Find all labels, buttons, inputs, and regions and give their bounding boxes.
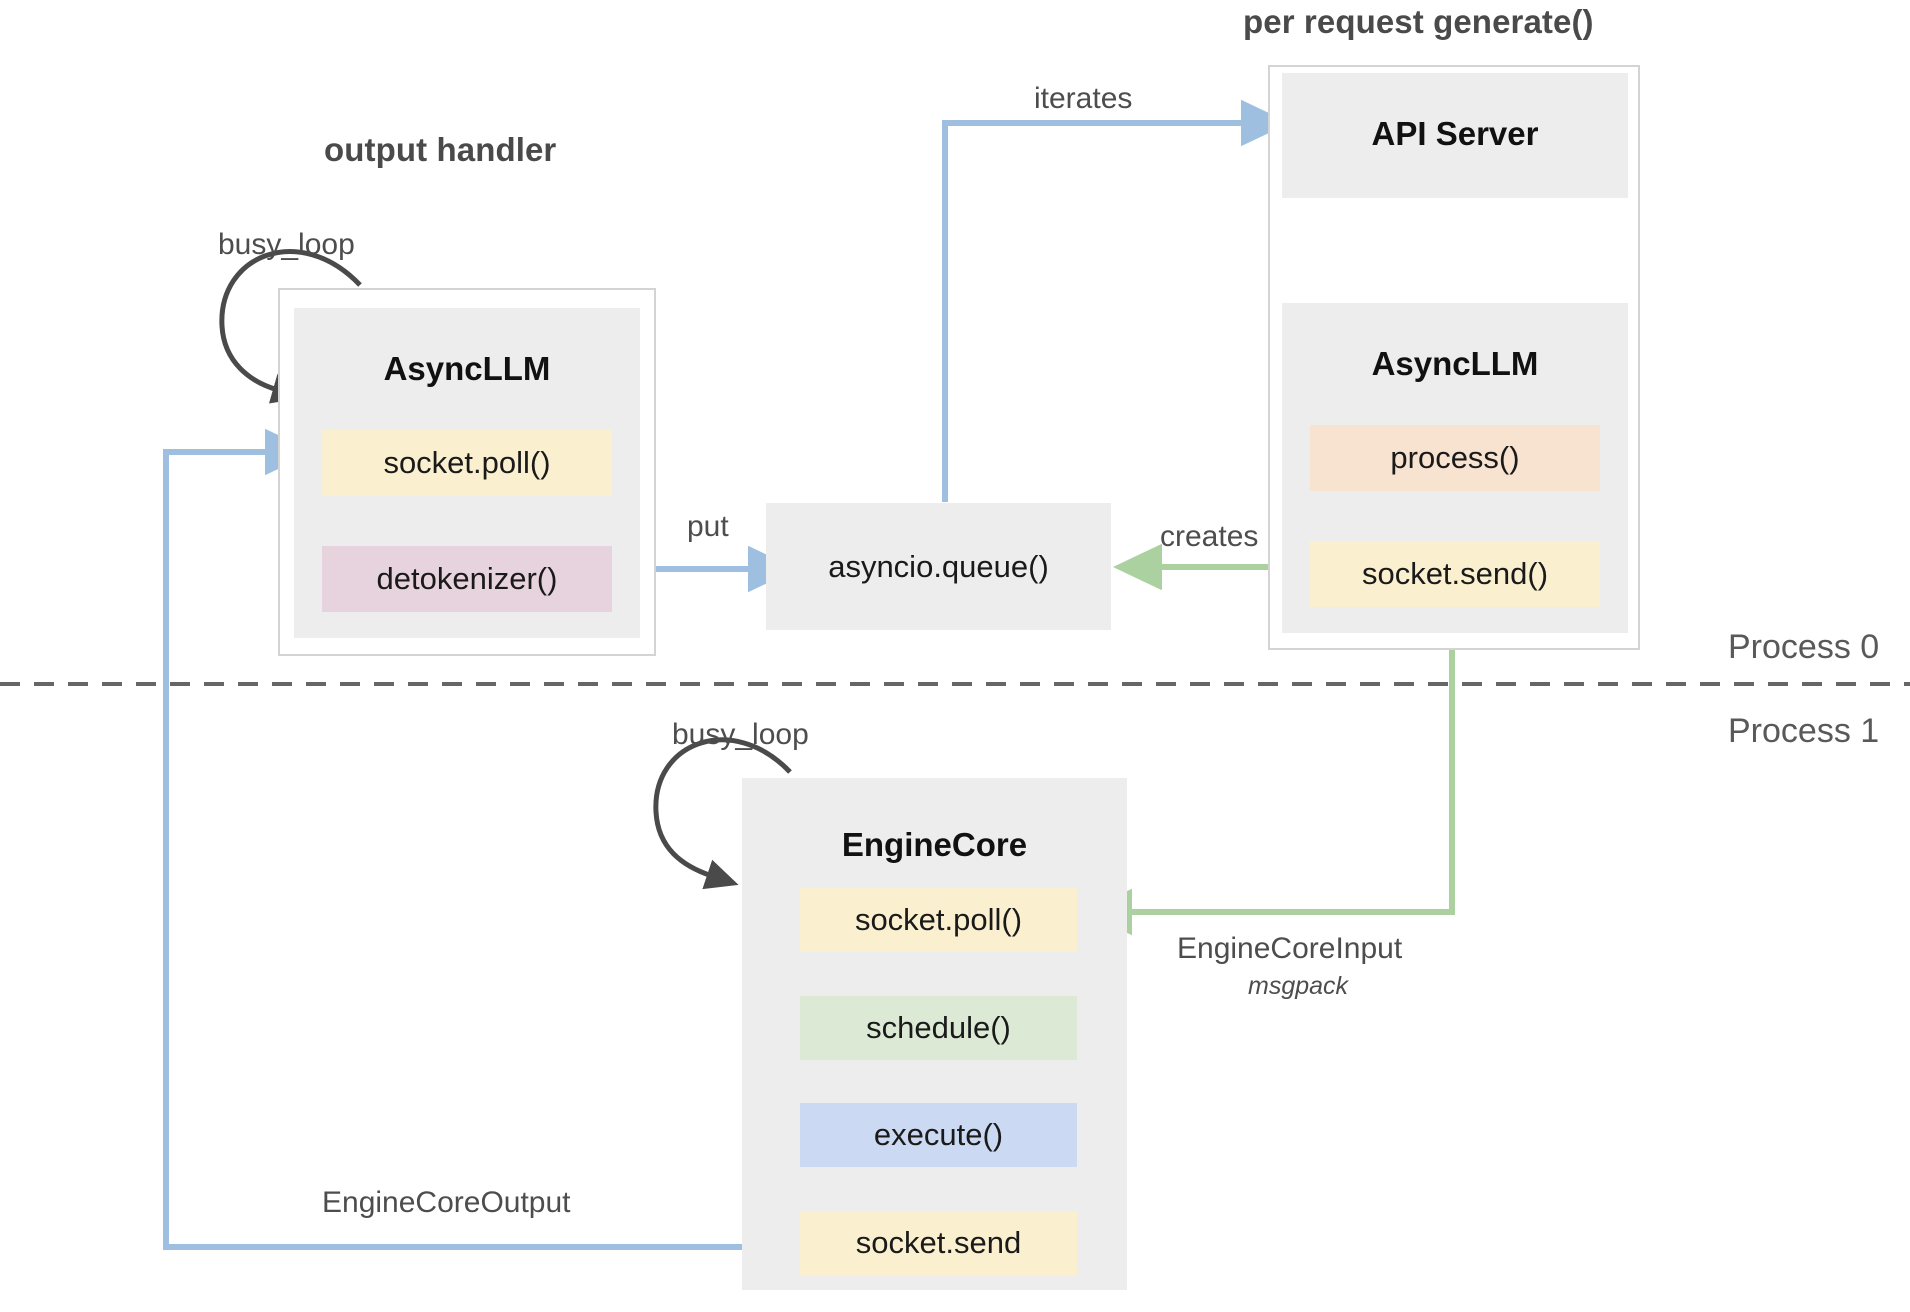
put-label: put bbox=[687, 510, 729, 543]
async-llm-per-request[interactable]: AsyncLLM process() socket.send() bbox=[1282, 303, 1628, 633]
slot-socket-send-engine-core[interactable]: socket.send bbox=[800, 1211, 1077, 1275]
slot-socket-send-async-llm[interactable]: socket.send() bbox=[1310, 541, 1600, 607]
process-0-label: Process 0 bbox=[1728, 628, 1880, 666]
engine-core-title: EngineCore bbox=[841, 826, 1028, 863]
asyncio-queue-box[interactable]: asyncio.queue() bbox=[766, 503, 1111, 630]
api-server-box[interactable]: API Server bbox=[1282, 73, 1628, 198]
slot-socket-poll-output-handler[interactable]: socket.poll() bbox=[322, 430, 612, 496]
async-llm-output-handler[interactable]: AsyncLLM socket.poll() detokenizer() bbox=[294, 308, 640, 638]
api-server-title: API Server bbox=[1371, 115, 1539, 152]
busy-loop-label-engine-core: busy_loop bbox=[672, 718, 809, 751]
slot-detokenizer[interactable]: detokenizer() bbox=[322, 546, 612, 612]
slot-execute[interactable]: execute() bbox=[800, 1103, 1077, 1167]
process-1-label: Process 1 bbox=[1728, 712, 1880, 750]
engine-core-output-label: EngineCoreOutput bbox=[322, 1186, 571, 1219]
slot-schedule[interactable]: schedule() bbox=[800, 996, 1077, 1060]
group-title-output-handler: output handler bbox=[324, 131, 557, 168]
busy-loop-label-output-handler: busy_loop bbox=[218, 228, 355, 261]
engine-core-input-sublabel: msgpack bbox=[1248, 972, 1349, 1000]
engine-core-box[interactable]: EngineCore socket.poll() schedule() exec… bbox=[742, 778, 1127, 1290]
engine-core-input-label: EngineCoreInput bbox=[1177, 932, 1403, 965]
async-llm-per-request-title: AsyncLLM bbox=[1371, 345, 1539, 382]
slot-process[interactable]: process() bbox=[1310, 425, 1600, 491]
creates-label: creates bbox=[1160, 520, 1259, 553]
group-title-per-request: per request generate() bbox=[1243, 3, 1594, 40]
async-llm-output-handler-title: AsyncLLM bbox=[383, 350, 551, 387]
slot-socket-poll-engine-core[interactable]: socket.poll() bbox=[800, 888, 1077, 952]
iterates-label: iterates bbox=[1034, 82, 1133, 115]
iterates-arrow bbox=[942, 99, 1290, 502]
